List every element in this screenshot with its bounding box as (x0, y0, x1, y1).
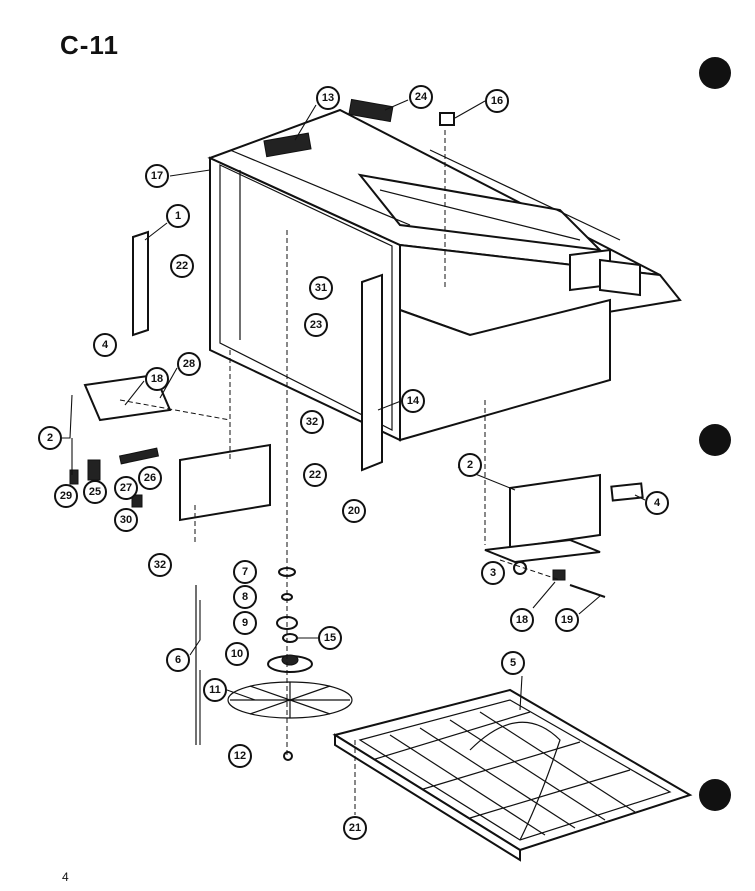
callout-label: 28 (183, 358, 195, 370)
callout-label: 20 (348, 505, 360, 517)
callout-label: 2 (467, 459, 473, 471)
callout-27: 27 (114, 476, 138, 500)
callout-label: 5 (510, 657, 516, 669)
callout-16: 16 (485, 89, 509, 113)
callout-label: 4 (654, 497, 661, 509)
callout-32: 32 (148, 553, 172, 577)
side-bracket (361, 273, 383, 472)
callout-29: 29 (54, 484, 78, 508)
callout-4: 4 (93, 333, 117, 357)
callout-label: 8 (242, 591, 248, 603)
callout-label: 29 (60, 490, 72, 502)
callout-label: 4 (102, 339, 109, 351)
callout-label: 7 (242, 566, 248, 578)
callout-13: 13 (316, 86, 340, 110)
callout-17: 17 (145, 164, 169, 188)
callout-19: 19 (555, 608, 579, 632)
callout-5: 5 (501, 651, 525, 675)
callout-label: 1 (175, 210, 181, 222)
diagram-title: C-11 (60, 30, 119, 60)
callout-24: 24 (409, 85, 433, 109)
callout-21: 21 (343, 816, 367, 840)
callout-2: 2 (38, 426, 62, 450)
callout-label: 9 (242, 617, 248, 629)
callout-12: 12 (228, 744, 252, 768)
callout-8: 8 (233, 585, 257, 609)
callout-label: 13 (322, 92, 334, 104)
callout-label: 15 (324, 632, 336, 644)
callout-layer: 1223445678910111213141516171818192021222… (38, 85, 669, 840)
callout-11: 11 (203, 678, 227, 702)
callout-7: 7 (233, 560, 257, 584)
callout-label: 12 (234, 750, 246, 762)
bottom-tray (332, 688, 693, 862)
callout-22: 22 (170, 254, 194, 278)
callout-3: 3 (481, 561, 505, 585)
callout-label: 27 (120, 482, 132, 494)
callout-label: 2 (47, 432, 53, 444)
callout-22: 22 (303, 463, 327, 487)
binder-hole-top (699, 57, 731, 89)
callout-label: 31 (315, 282, 327, 294)
callout-23: 23 (304, 313, 328, 337)
fan-motor-stack (195, 567, 353, 761)
binder-hole-middle (699, 424, 731, 456)
callout-label: 32 (154, 559, 166, 571)
callout-label: 32 (306, 416, 318, 428)
callout-label: 16 (491, 95, 503, 107)
callout-28: 28 (177, 352, 201, 376)
callout-label: 19 (561, 614, 573, 626)
callout-14: 14 (401, 389, 425, 413)
callout-15: 15 (318, 626, 342, 650)
top-terminal-blocks (263, 98, 455, 158)
callout-label: 10 (231, 648, 243, 660)
callout-30: 30 (114, 508, 138, 532)
callout-label: 21 (349, 822, 361, 834)
alignment-lines (119, 130, 561, 815)
callout-1: 1 (166, 204, 190, 228)
callout-label: 30 (120, 514, 132, 526)
callout-label: 11 (209, 684, 221, 696)
page-number: 4 (62, 870, 69, 884)
callout-26: 26 (138, 466, 162, 490)
callout-label: 6 (175, 654, 181, 666)
callout-25: 25 (83, 480, 107, 504)
cabinet-chassis (207, 108, 682, 442)
callout-label: 18 (516, 614, 528, 626)
callout-label: 22 (176, 260, 188, 272)
callout-label: 23 (310, 319, 322, 331)
callout-18: 18 (145, 367, 169, 391)
callout-10: 10 (225, 642, 249, 666)
callout-label: 25 (89, 486, 101, 498)
callout-32: 32 (300, 410, 324, 434)
callout-label: 26 (144, 472, 156, 484)
left-mounting-plate (69, 373, 271, 522)
callout-2: 2 (458, 453, 482, 477)
callout-4: 4 (645, 491, 669, 515)
callout-label: 3 (490, 567, 496, 579)
left-vertical-bracket (132, 230, 149, 337)
callout-31: 31 (309, 276, 333, 300)
callout-label: 18 (151, 373, 163, 385)
binder-hole-bottom (699, 779, 731, 811)
callout-label: 14 (407, 395, 420, 407)
callout-label: 22 (309, 469, 321, 481)
callout-9: 9 (233, 611, 257, 635)
callout-20: 20 (342, 499, 366, 523)
right-mounting-plate (484, 473, 644, 598)
callout-label: 24 (415, 91, 428, 103)
callout-18: 18 (510, 608, 534, 632)
callout-label: 17 (151, 170, 163, 182)
callout-6: 6 (166, 648, 190, 672)
